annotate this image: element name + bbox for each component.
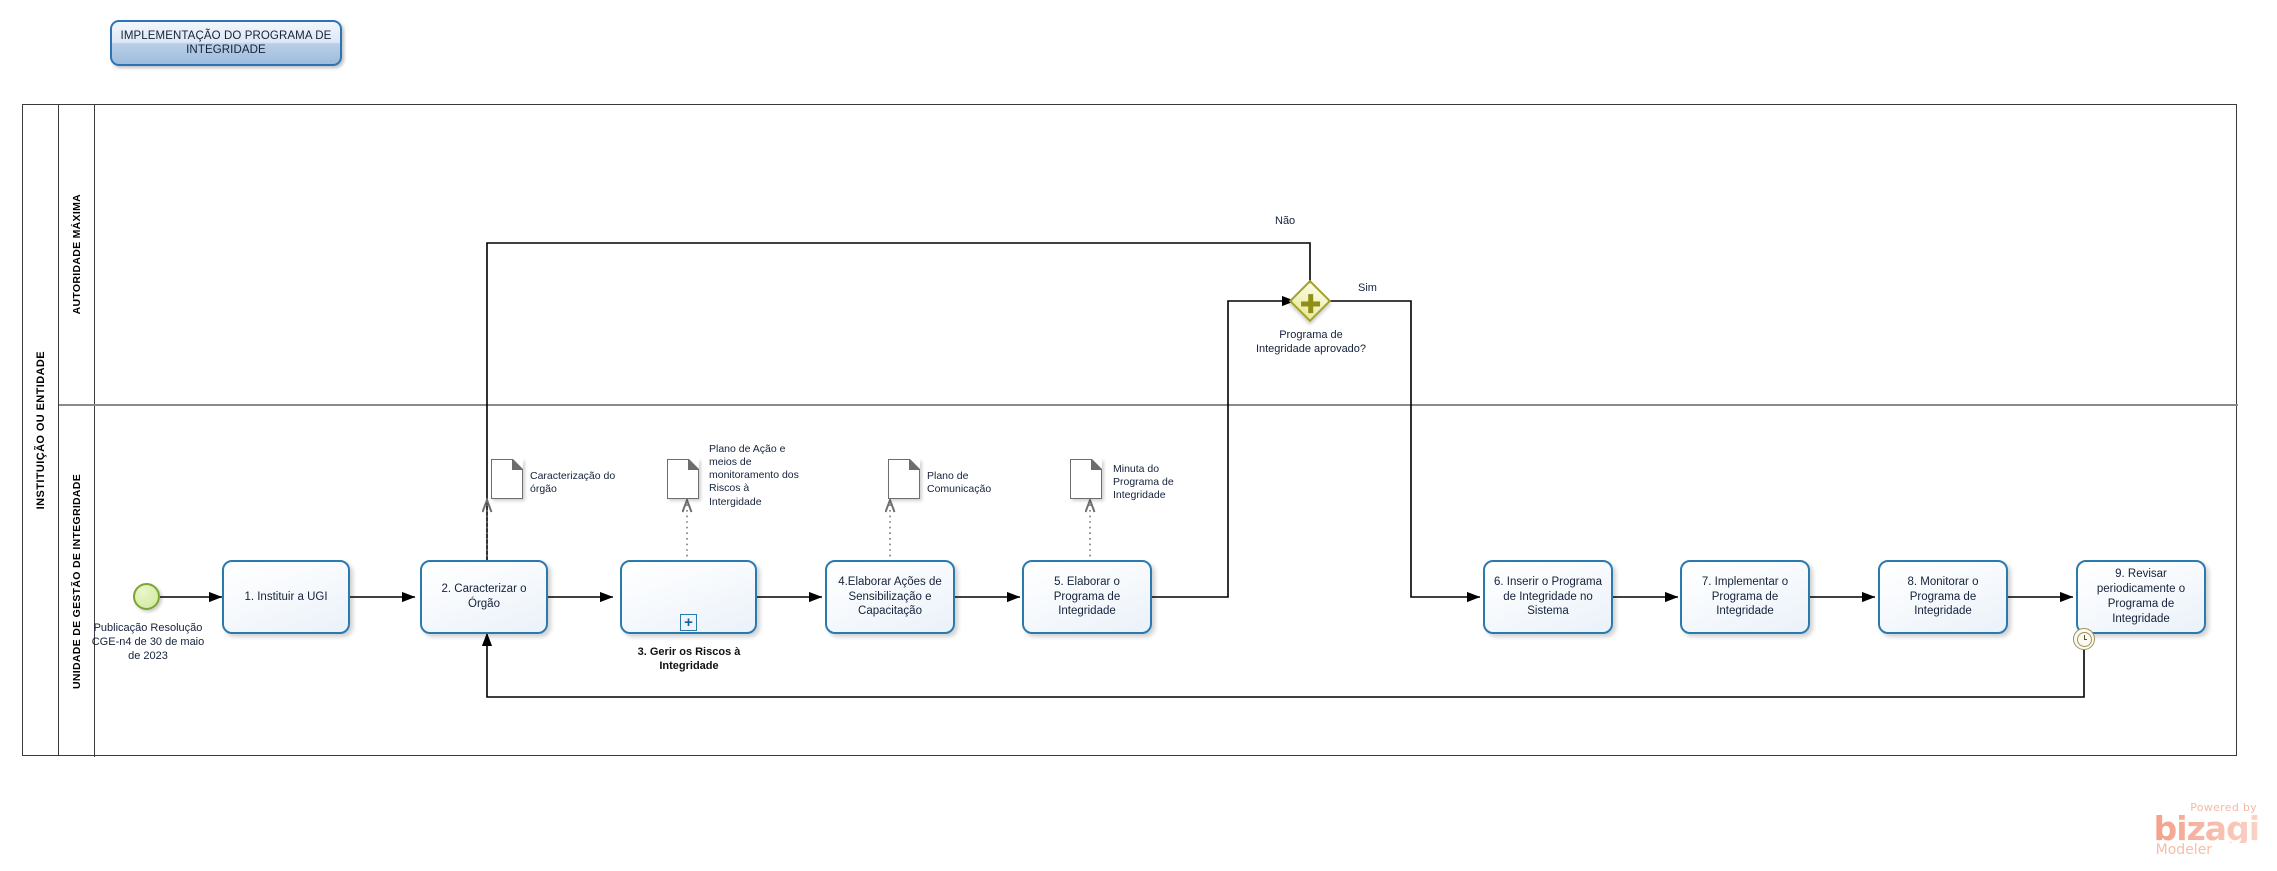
subprocess-plus-icon[interactable]: + <box>680 614 697 631</box>
task-4-label: 4.Elaborar Ações de Sensibilização e Cap… <box>838 575 942 618</box>
data-object-plano-comunicacao[interactable] <box>888 459 920 499</box>
task-4-elaborar-acoes[interactable]: 4.Elaborar Ações de Sensibilização e Cap… <box>825 560 955 634</box>
task-6-label: 6. Inserir o Programa de Integridade no … <box>1493 575 1602 618</box>
task-2-caracterizar-orgao[interactable]: 2. Caracterizar o Órgão <box>420 560 548 634</box>
bizagi-logo: Powered by bizagi Modeler <box>2153 800 2260 858</box>
task-6-inserir-sistema[interactable]: 6. Inserir o Programa de Integridade no … <box>1483 560 1613 634</box>
bizagi-wordmark: bizagi <box>2153 808 2260 848</box>
task-2-label: 2. Caracterizar o Órgão <box>441 583 527 610</box>
data-object-4-label: Minuta do Programa de Integridade <box>1113 463 1174 502</box>
data-object-3-label: Plano de Comunicação <box>927 470 992 496</box>
lane-unidade-gestao-integridade: UNIDADE DE GESTÃO DE INTEGRIDADE <box>59 406 2238 757</box>
task-1-label: 1. Instituir a UGI <box>244 590 328 603</box>
task-7-implementar-programa[interactable]: 7. Implementar o Programa de Integridade <box>1680 560 1810 634</box>
lane-label-ugi: UNIDADE DE GESTÃO DE INTEGRIDADE <box>70 474 83 689</box>
task-8-label: 8. Monitorar o Programa de Integridade <box>1907 575 1979 618</box>
data-object-minuta[interactable] <box>1070 459 1102 499</box>
lane-header-ugi: UNIDADE DE GESTÃO DE INTEGRIDADE <box>59 406 95 757</box>
flow-label-sim: Sim <box>1358 282 1377 294</box>
diagram-title-banner: IMPLEMENTAÇÃO DO PROGRAMA DE INTEGRIDADE <box>110 20 342 66</box>
pool-label: INSTITUIÇÃO OU ENTIDADE <box>23 105 59 755</box>
timer-clock-face <box>2076 631 2092 647</box>
task-8-monitorar-programa[interactable]: 8. Monitorar o Programa de Integridade <box>1878 560 2008 634</box>
boundary-timer-event-icon[interactable] <box>2073 628 2095 650</box>
data-object-2-label: Plano de Ação e meios de monitoramento d… <box>709 443 799 508</box>
page-title: IMPLEMENTAÇÃO DO PROGRAMA DE INTEGRIDADE <box>120 29 332 56</box>
task-1-instituir-ugi[interactable]: 1. Instituir a UGI <box>222 560 350 634</box>
pool-label-text: INSTITUIÇÃO OU ENTIDADE <box>34 350 47 510</box>
pool-instituicao: INSTITUIÇÃO OU ENTIDADE AUTORIDADE MÁXIM… <box>22 104 2238 757</box>
lane-header-autoridade: AUTORIDADE MÁXIMA <box>59 105 95 404</box>
plus-glyph: + <box>684 614 693 631</box>
data-object-1-label: Caracterização do órgão <box>530 470 616 496</box>
flow-label-nao: Não <box>1275 215 1296 227</box>
bizagi-edition: Modeler <box>2155 842 2213 858</box>
task-3-label: 3. Gerir os Riscos à Integridade <box>637 646 741 673</box>
start-event-label: Publicação Resolução CGE-n4 de 30 de mai… <box>91 622 205 662</box>
lane-label-autoridade: AUTORIDADE MÁXIMA <box>70 194 83 315</box>
data-object-plano-acao[interactable] <box>667 459 699 499</box>
task-9-label: 9. Revisar periodicamente o Programa de … <box>2096 568 2186 625</box>
task-5-elaborar-programa[interactable]: 5. Elaborar o Programa de Integridade <box>1022 560 1152 634</box>
data-object-caracterizacao[interactable] <box>491 459 523 499</box>
task-9-revisar-programa[interactable]: 9. Revisar periodicamente o Programa de … <box>2076 560 2206 634</box>
gateway-label: Programa de Integridade aprovado? <box>1255 329 1367 356</box>
powered-by-text: Powered by <box>2190 800 2257 814</box>
start-event[interactable] <box>133 583 160 610</box>
task-7-label: 7. Implementar o Programa de Integridade <box>1701 575 1789 618</box>
task-5-label: 5. Elaborar o Programa de Integridade <box>1053 575 1121 618</box>
lane-autoridade-maxima: AUTORIDADE MÁXIMA <box>59 105 2238 406</box>
